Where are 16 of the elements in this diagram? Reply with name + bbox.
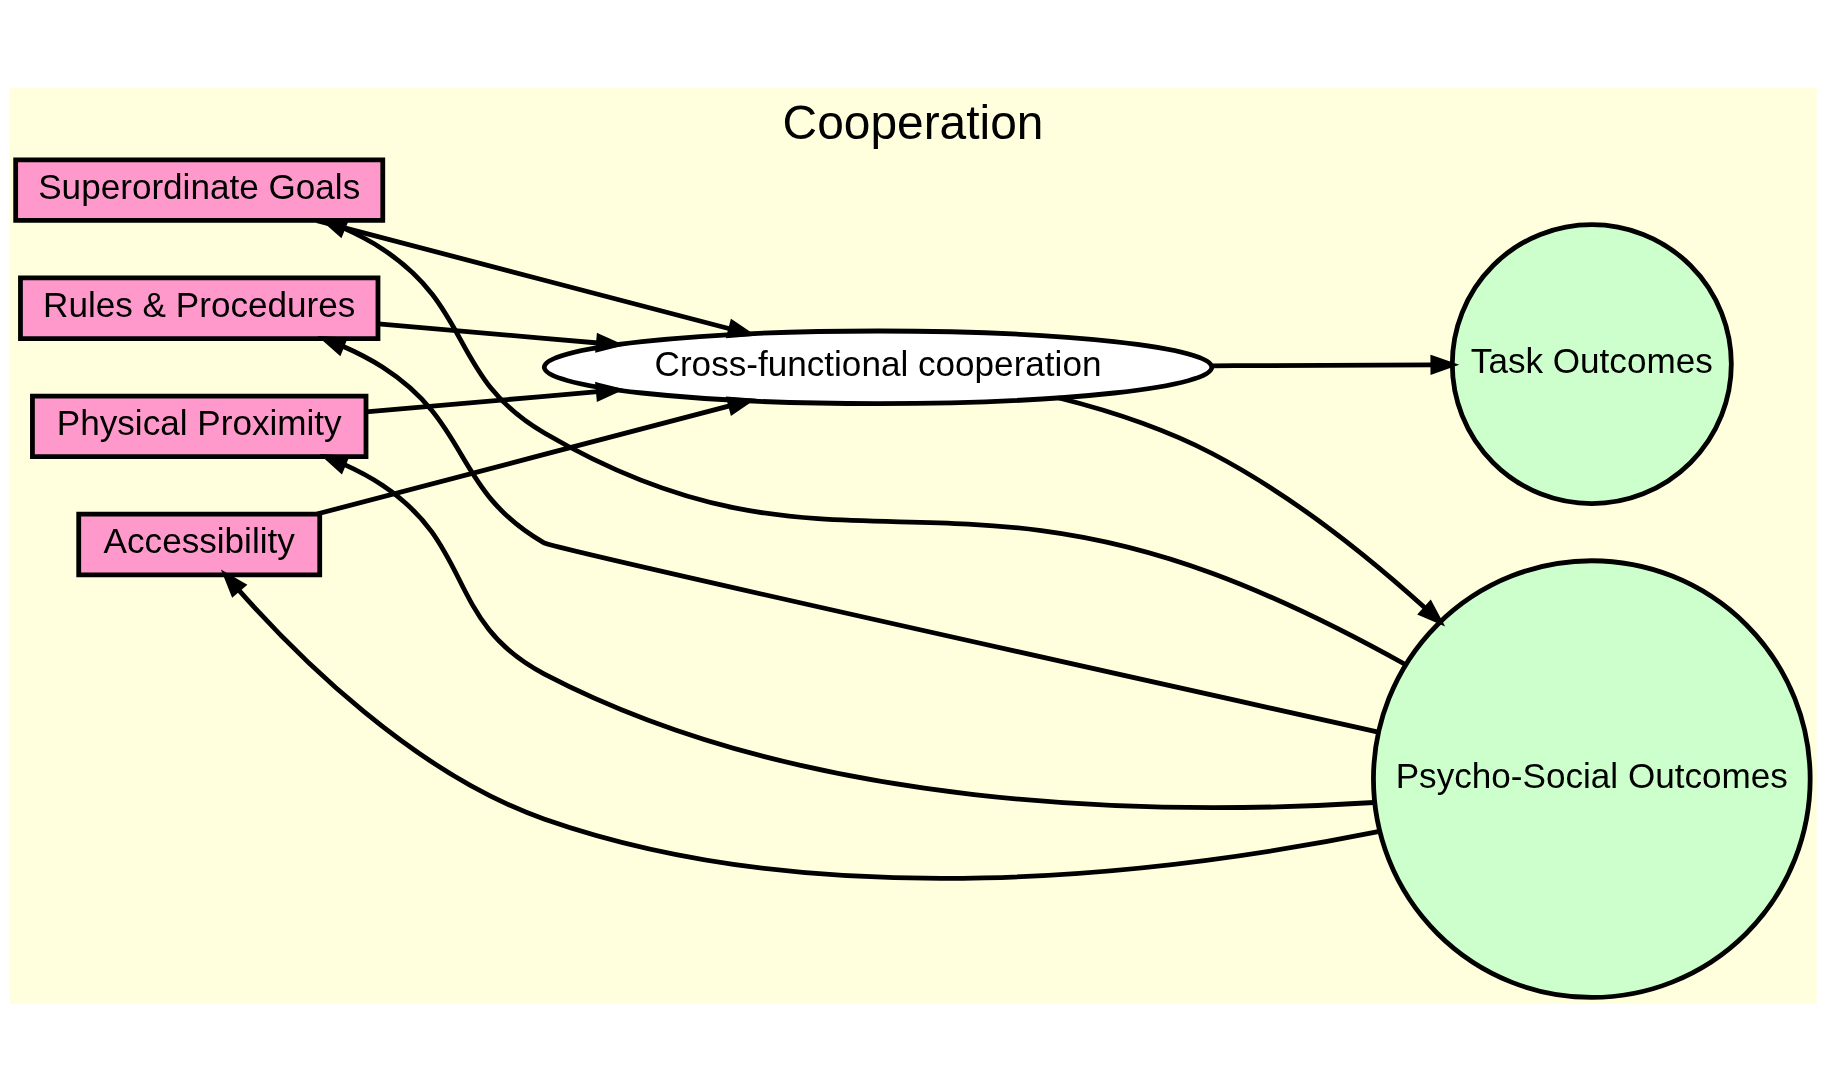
node-circle: Psycho-Social Outcomes bbox=[1370, 558, 1813, 1000]
arrow bbox=[318, 454, 1374, 810]
node-circle: Task Outcomes bbox=[1449, 222, 1734, 507]
arrow bbox=[315, 396, 756, 517]
arrow bbox=[220, 569, 1380, 881]
node-box: Physical Proximity bbox=[29, 393, 368, 460]
node-box: Rules & Procedures bbox=[17, 275, 380, 341]
node-box: Accessibility bbox=[75, 511, 322, 578]
node-ellipse: Cross-functional cooperation bbox=[541, 328, 1214, 407]
arrow bbox=[1057, 395, 1445, 627]
arrow bbox=[377, 321, 625, 353]
arrow bbox=[365, 381, 625, 415]
diagram-title: Cooperation bbox=[782, 96, 1043, 150]
arrow bbox=[1211, 354, 1459, 375]
node-box: Superordinate Goals bbox=[12, 157, 385, 223]
arrow bbox=[316, 336, 1379, 735]
